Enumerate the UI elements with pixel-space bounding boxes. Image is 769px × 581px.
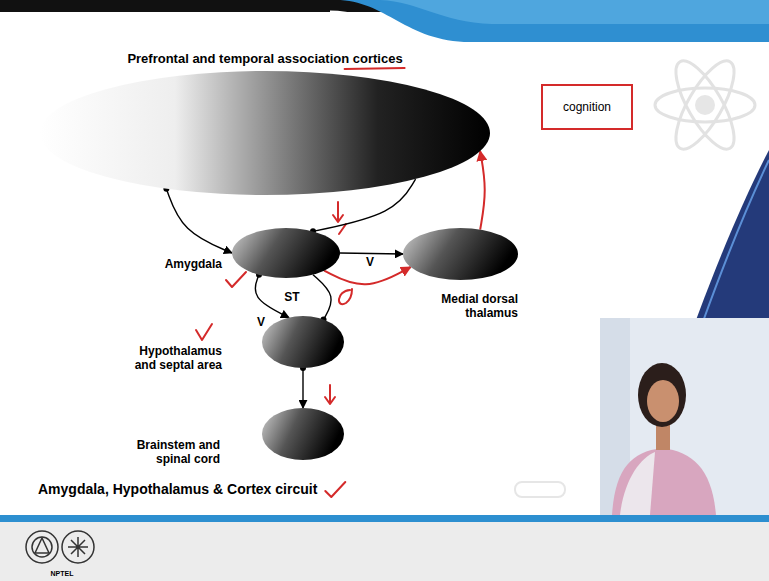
header-swoosh	[336, 0, 769, 42]
presenter-body	[612, 448, 716, 515]
logo-caption: NPTEL	[49, 570, 76, 578]
presenter-face	[647, 380, 679, 422]
brain-region: Medial dorsal thalamus	[403, 228, 518, 280]
ellipse-fill	[232, 228, 340, 278]
footer-logos	[26, 531, 94, 563]
ellipse-outline	[40, 71, 490, 195]
ellipse-fill	[40, 71, 490, 195]
note-text: cognition	[563, 100, 611, 114]
nptel-logo	[62, 531, 94, 563]
institute-logo	[32, 537, 52, 557]
ellipse-outline	[232, 228, 340, 278]
brain-region: Brainstem and spinal cord	[262, 408, 344, 460]
brain-region: Amygdala	[232, 228, 340, 278]
atom-orbit	[655, 88, 755, 122]
note-box: cognition	[541, 84, 633, 130]
ellipse-outline	[262, 316, 344, 368]
nptel-logo	[68, 537, 88, 557]
check-mark	[196, 324, 212, 340]
region-label: Hypothalamus and septal area	[124, 344, 222, 372]
atom-watermark	[655, 53, 755, 157]
region-label: Amygdala	[142, 257, 222, 271]
region-label: Medial dorsal thalamus	[434, 292, 518, 320]
presenter-shawl	[620, 452, 655, 515]
presenter-video	[600, 318, 769, 515]
ellipse-outline	[403, 228, 518, 280]
pathway-arrow	[340, 253, 403, 254]
header-swoosh-light	[380, 0, 769, 24]
header-curve	[330, 12, 769, 46]
institute-logo	[35, 538, 49, 553]
presenter-hair	[638, 363, 686, 427]
ellipse-outline	[262, 408, 344, 460]
atom-orbit	[665, 53, 744, 157]
pathway-label: V	[255, 316, 267, 330]
footer-bar	[0, 522, 769, 581]
video-ground	[600, 318, 769, 515]
region-title: Prefrontal and temporal association cort…	[40, 51, 490, 66]
check-mark	[226, 272, 246, 287]
pathway-arrow	[255, 275, 289, 318]
pathway-label: V	[364, 256, 376, 270]
ellipse-fill	[262, 408, 344, 460]
arrow-mark	[333, 202, 343, 222]
ellipse-fill	[403, 228, 518, 280]
check-mark	[325, 482, 345, 497]
annotation-arrow	[324, 267, 411, 284]
placeholder-pill	[515, 482, 565, 497]
squiggle-mark	[339, 289, 352, 304]
arrow-mark	[325, 385, 335, 404]
footer-stripe	[0, 515, 769, 522]
brain-region: Hypothalamus and septal area	[262, 316, 344, 368]
atom-orbit	[665, 53, 744, 157]
ellipse-fill	[262, 316, 344, 368]
region-label: Brainstem and spinal cord	[122, 438, 220, 466]
pathway-label: ST	[282, 291, 301, 305]
slide-caption: Amygdala, Hypothalamus & Cortex circuit	[38, 481, 317, 497]
pathway-arrow	[302, 368, 303, 408]
pathway-arrow	[166, 189, 232, 253]
atom-core	[695, 95, 715, 115]
pathway-arrow	[313, 275, 331, 320]
cortex-ellipse: Prefrontal and temporal association cort…	[40, 71, 490, 195]
institute-logo	[26, 531, 58, 563]
annotation-arrow	[480, 151, 485, 229]
underline-mark	[345, 68, 405, 69]
